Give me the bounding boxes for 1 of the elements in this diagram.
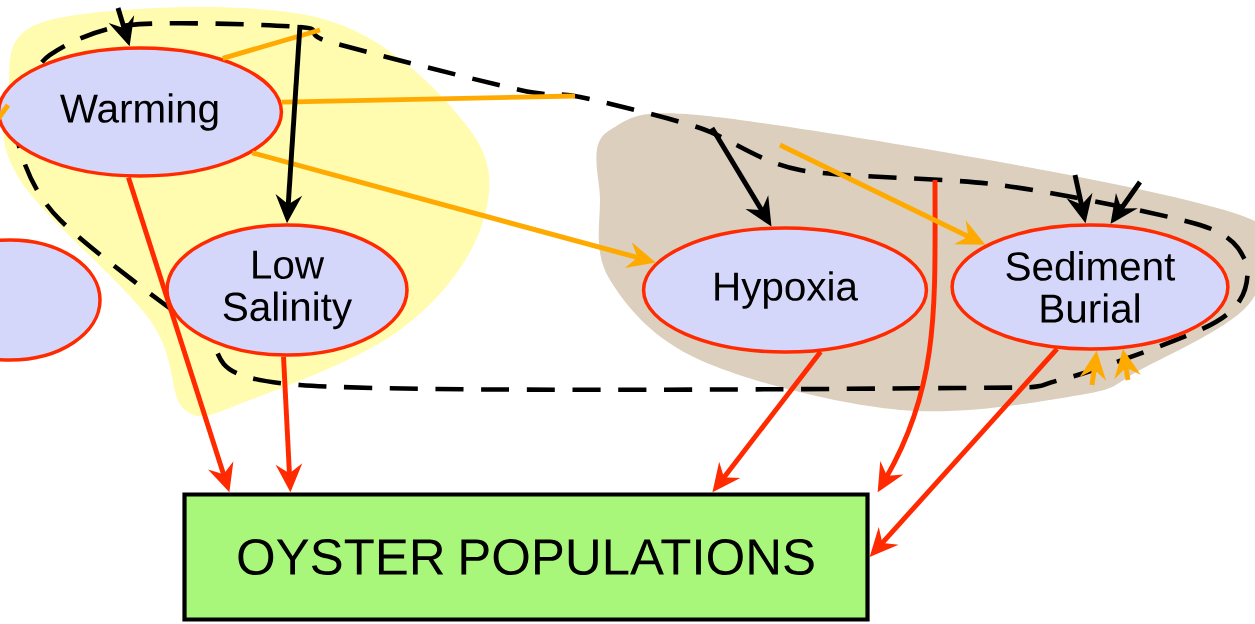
outcome-box: OYSTER POPULATIONS	[182, 492, 870, 622]
